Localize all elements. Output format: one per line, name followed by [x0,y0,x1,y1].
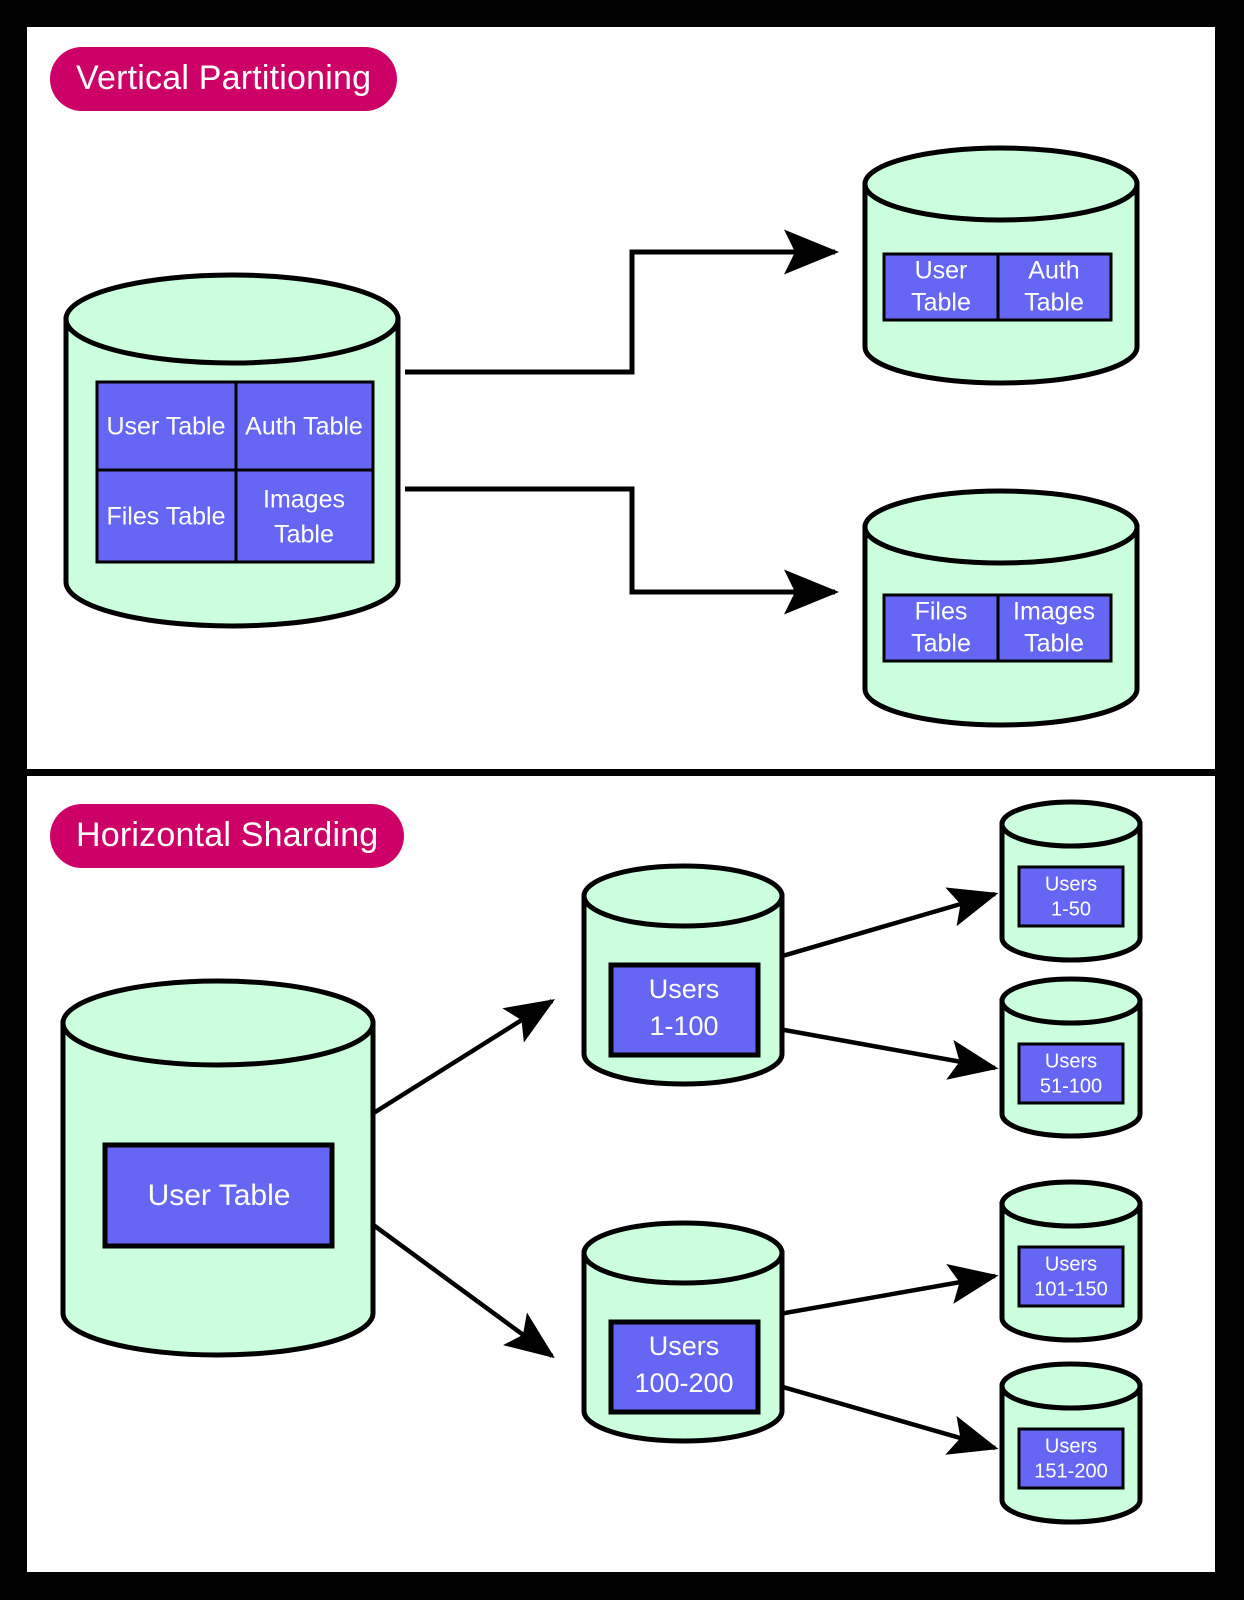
table-cell-images-partition-line2: Table [1024,630,1084,658]
monolithic-db-top [63,272,401,366]
horizontal-sharding-panel: Horizontal Sharding [27,776,1215,1572]
user-table-db-top [60,978,376,1068]
partition-db-user-auth-top [862,145,1140,223]
shard-users-101-150-top [999,1179,1143,1229]
shard-users-100-200-line1: Users [649,1331,720,1361]
table-cell-user-table-root-label: User Table [148,1179,291,1212]
table-cell-files-partition-line2: Table [911,630,971,658]
table-cell-files-partition-line1: Files [915,598,968,626]
shard-users-51-100-line1: Users [1045,1050,1097,1072]
monolithic-database-cylinder[interactable]: User Table Auth Table Files Table Images… [63,272,401,629]
table-cell-images-partition[interactable] [996,593,1113,663]
shard-users-51-100-top [999,976,1143,1026]
shard-users-100-200-line2: 100-200 [634,1368,733,1398]
shard-users-101-150-line1: Users [1045,1253,1097,1275]
panel-divider [27,769,1215,774]
connector-shard-1-100-to-51-100 [761,1023,999,1080]
shard-users-151-200-top [999,1361,1143,1411]
table-cell-user-table-root[interactable] [102,1142,335,1249]
table-cell-user-partition-line1: User [915,257,968,285]
table-cell-auth[interactable] [234,380,375,472]
table-cell-user-partition[interactable] [882,252,1000,322]
shard-users-51-100-cylinder[interactable]: Users 51-100 [999,976,1143,1139]
table-cell-auth-partition-line2: Table [1024,289,1084,317]
table-cell-images-label-line2: Table [274,521,334,549]
shard-users-151-200-cylinder[interactable]: Users 151-200 [999,1361,1143,1525]
user-table-database-cylinder[interactable]: User Table [60,978,376,1358]
shard-users-1-100-cylinder[interactable]: Users 1-100 [581,863,785,1087]
shard-users-151-200-box[interactable] [1017,1427,1125,1490]
shard-users-151-200-line2: 151-200 [1034,1460,1107,1482]
shard-users-1-50-line2: 1-50 [1051,898,1091,920]
shard-users-100-200-cylinder[interactable]: Users 100-200 [581,1220,785,1444]
connector-shard-100-200-to-101-150 [761,1264,999,1320]
table-cell-auth-label: Auth Table [245,413,363,441]
partition-db-files-images-top [862,488,1140,566]
shard-users-1-50-line1: Users [1045,873,1097,895]
shard-users-51-100-line2: 51-100 [1040,1075,1102,1097]
table-cell-auth-partition[interactable] [996,252,1113,322]
partition-db-user-auth-cylinder[interactable]: User Table Auth Table [862,145,1140,386]
table-cell-auth-partition-line1: Auth [1028,257,1079,285]
shard-users-1-50-cylinder[interactable]: Users 1-50 [999,799,1143,963]
table-cell-user-partition-line2: Table [911,289,971,317]
shard-users-100-200-top [581,1220,785,1286]
shard-users-101-150-box[interactable] [1017,1245,1125,1308]
table-cell-files-label: Files Table [106,503,225,531]
connector-source-to-files-images [405,486,840,615]
table-cell-files-partition[interactable] [882,593,1000,663]
shard-users-1-50-top [999,799,1143,849]
horizontal-sharding-graphics: User Table Users 1-100 Users 100-200 [60,799,1143,1525]
horizontal-sharding-title-badge: Horizontal Sharding [50,804,405,868]
shard-users-1-100-top [581,863,785,929]
table-cell-images[interactable] [234,468,375,564]
vertical-partitioning-panel: Vertical Partitioning User Table [27,27,1215,772]
connector-shard-100-200-to-151-200 [761,1378,999,1455]
table-cell-images-partition-line1: Images [1013,598,1095,626]
table-cell-images-label-line1: Images [263,486,345,514]
shard-users-100-200-box[interactable] [608,1319,761,1415]
vertical-partitioning-graphics: User Table Auth Table Files Table Images… [63,145,1140,728]
shard-users-1-100-box[interactable] [608,962,761,1058]
table-cell-user-label: User Table [106,413,225,441]
shard-users-151-200-line1: Users [1045,1435,1097,1457]
shard-users-101-150-cylinder[interactable]: Users 101-150 [999,1179,1143,1343]
partition-db-files-images-cylinder[interactable]: Files Table Images Table [862,488,1140,728]
connector-root-to-shard-100-200 [370,1222,555,1359]
shard-users-51-100-box[interactable] [1017,1042,1125,1105]
connector-source-to-user-auth [405,229,840,375]
connector-shard-1-100-to-1-50 [761,887,999,965]
vertical-partitioning-title-badge: Vertical Partitioning [50,47,398,111]
table-cell-files[interactable] [95,468,238,564]
shard-users-1-100-line2: 1-100 [649,1011,718,1041]
shard-users-101-150-line2: 101-150 [1034,1278,1107,1300]
shard-users-1-100-line1: Users [649,974,720,1004]
shard-users-1-50-box[interactable] [1017,865,1125,928]
connector-root-to-shard-1-100 [370,999,556,1116]
